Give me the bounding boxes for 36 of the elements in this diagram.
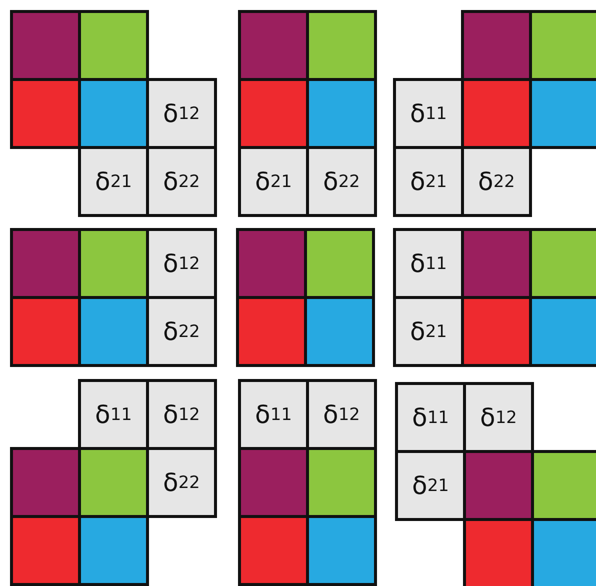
colored-square <box>78 228 149 299</box>
colored-square <box>306 10 377 81</box>
colored-square <box>10 515 81 586</box>
colored-square <box>306 515 377 586</box>
colored-square <box>529 78 596 149</box>
colored-square <box>78 78 149 149</box>
colored-square <box>236 228 307 299</box>
colored-square <box>306 447 377 518</box>
colored-square <box>531 450 596 521</box>
colored-square <box>461 78 532 149</box>
colored-square <box>463 450 534 521</box>
colored-square <box>238 515 309 586</box>
colored-square <box>529 228 596 299</box>
colored-square <box>529 10 596 81</box>
colored-square <box>461 228 532 299</box>
colored-square <box>10 10 81 81</box>
colored-square <box>531 518 596 586</box>
colored-square <box>306 78 377 149</box>
colored-square <box>238 10 309 81</box>
colored-square <box>304 228 375 299</box>
colored-square <box>238 78 309 149</box>
colored-square <box>10 228 81 299</box>
colored-square <box>461 10 532 81</box>
colored-square <box>10 296 81 367</box>
colored-square <box>463 518 534 586</box>
colored-square <box>236 296 307 367</box>
colored-square <box>238 447 309 518</box>
colored-square <box>78 447 149 518</box>
colored-square <box>10 447 81 518</box>
colored-square <box>78 515 149 586</box>
colored-square <box>10 78 81 149</box>
colored-square <box>461 296 532 367</box>
colored-square <box>529 296 596 367</box>
colored-square <box>78 10 149 81</box>
colored-square <box>78 296 149 367</box>
colored-square <box>304 296 375 367</box>
